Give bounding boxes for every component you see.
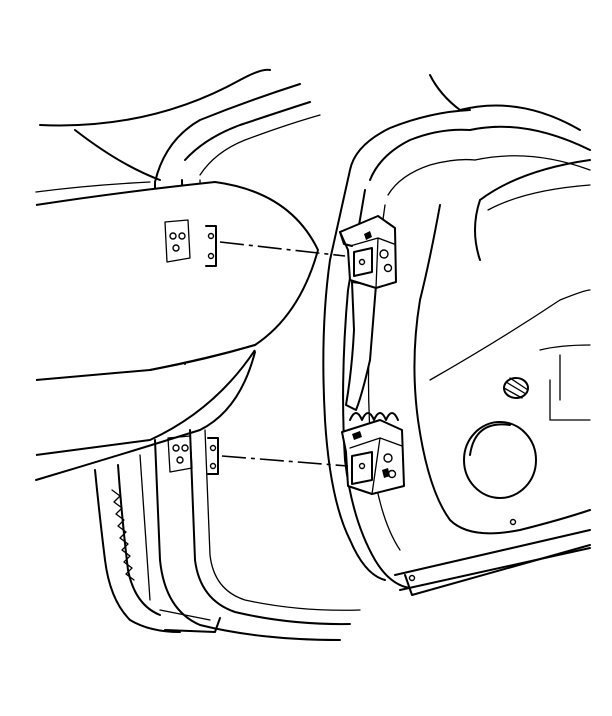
lower-hinge-spring bbox=[349, 412, 399, 421]
upper-hinge bbox=[339, 215, 397, 289]
front-fender bbox=[35, 181, 319, 481]
door-inner-panel bbox=[413, 204, 591, 535]
door-outer-edge bbox=[322, 74, 471, 581]
upper-pillar-bracket bbox=[164, 219, 217, 267]
wheel-opening bbox=[94, 464, 181, 633]
rocker-bottom bbox=[164, 617, 221, 633]
lower-hinge bbox=[341, 412, 405, 495]
fender-top-line bbox=[35, 181, 151, 193]
roof-outline bbox=[39, 68, 271, 127]
sill-lines bbox=[139, 454, 211, 621]
fender-panel bbox=[35, 181, 319, 456]
hinge-pillar-inner bbox=[181, 101, 351, 626]
door-speaker bbox=[463, 421, 537, 499]
fender-lower-edge bbox=[35, 351, 256, 481]
door-window-channel bbox=[474, 155, 591, 211]
door-armrest bbox=[429, 289, 591, 421]
door-bottom-edge bbox=[394, 529, 591, 591]
door-window-frame bbox=[459, 104, 591, 261]
lower-pillar-bracket bbox=[167, 435, 219, 475]
fender-upper-edge bbox=[149, 344, 256, 371]
door-lock-knob bbox=[503, 377, 529, 399]
leader-lines bbox=[219, 241, 349, 467]
door bbox=[322, 74, 591, 596]
sill-braid bbox=[111, 489, 135, 581]
door-sill-trim bbox=[404, 544, 591, 596]
hinge-pillar-strip bbox=[345, 281, 377, 411]
roof-inner-line bbox=[74, 129, 161, 181]
lower-leader-line bbox=[221, 455, 349, 467]
upper-leader-line bbox=[219, 241, 346, 257]
